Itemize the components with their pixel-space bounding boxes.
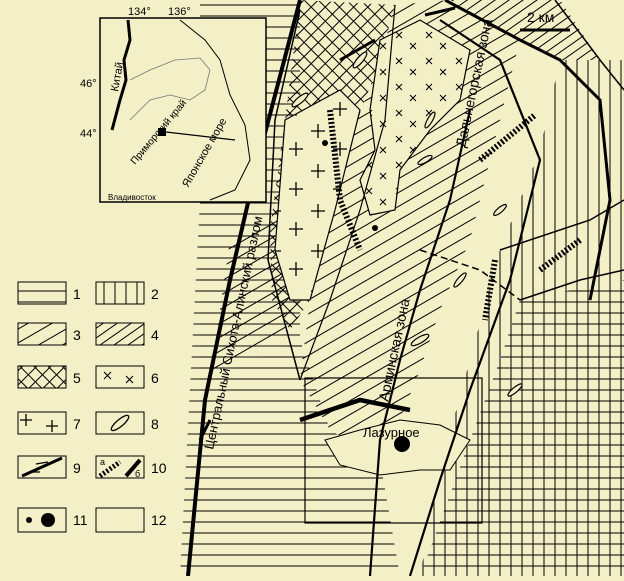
legend-num-10: 10 — [151, 460, 167, 476]
legend-num-3: 3 — [73, 327, 81, 343]
fault-secondary-4 — [299, 4, 396, 381]
unit-1-southeast — [420, 280, 624, 576]
legend-hatched-fault — [98, 459, 122, 479]
unit-6-intrusion-pattern — [360, 20, 470, 215]
deposit-dot-small — [372, 225, 378, 231]
deposit-label: Лазурное — [363, 425, 420, 440]
inset-lat-44: 44° — [80, 128, 97, 140]
scale-bar: 2 км — [520, 9, 570, 32]
dike-lens — [453, 272, 467, 288]
legend-large-dot — [41, 513, 55, 527]
legend-swatch-12 — [95, 507, 145, 533]
inset-china-label: Китай — [109, 61, 126, 92]
inset-province-border — [129, 57, 211, 121]
legend-swatch-5 — [17, 365, 67, 389]
strike-slip-fault-1 — [424, 6, 456, 17]
dike-lens — [291, 92, 309, 108]
legend-strike-slip-arrow — [30, 461, 49, 473]
strike-slip-faults — [198, 6, 456, 441]
unit-1-southwest — [185, 340, 400, 576]
fault-secondary-6 — [299, 397, 411, 423]
fault-secondary-7 — [519, 269, 624, 301]
deposit-lazurnoe — [322, 140, 410, 452]
inset-coastline — [179, 19, 251, 201]
legend: 1 2 3 4 5 6 7 8 9 а б 10 11 — [17, 281, 167, 533]
legend-dike-lens — [110, 414, 130, 432]
fault-secondary-8 — [499, 199, 624, 251]
unit-7-granite-west-pattern — [275, 90, 360, 300]
inset-china-border — [110, 19, 132, 131]
fault-lines — [186, 0, 624, 577]
inset-lat-46: 46° — [80, 78, 97, 90]
legend-num-4: 4 — [151, 327, 159, 343]
legend-num-8: 8 — [151, 416, 159, 432]
dike-lens — [507, 383, 523, 397]
fault-secondary-1 — [267, 9, 301, 381]
dike-lens — [410, 333, 430, 347]
dike-lens — [424, 111, 436, 129]
hatched-fault-3 — [538, 237, 582, 273]
fault-secondary-5 — [368, 109, 472, 577]
legend-swatch-7 — [17, 411, 67, 435]
inset-map: 134° 136° 46° 44° Китай Приморский край … — [80, 6, 267, 203]
inset-location-marker — [158, 128, 166, 136]
study-area-frame — [304, 377, 483, 524]
dike-lens — [352, 51, 368, 69]
legend-x-marks — [103, 371, 134, 384]
legend-plus-marks — [20, 414, 58, 432]
legend-small-dot — [26, 517, 32, 523]
legend-num-9: 9 — [73, 460, 81, 476]
inset-city-label: Владивосток — [108, 193, 156, 202]
legend-sub-a: а — [100, 457, 105, 467]
hatched-faults — [327, 109, 582, 321]
legend-num-2: 2 — [151, 286, 159, 302]
legend-swatch-3 — [17, 322, 67, 346]
legend-swatch-1 — [17, 281, 67, 305]
legend-num-12: 12 — [151, 512, 167, 528]
fault-east-curve — [554, 0, 624, 91]
legend-strike-slip — [21, 456, 63, 478]
strike-slip-fault-3 — [198, 419, 212, 441]
legend-thick-fault — [124, 458, 142, 478]
legend-num-5: 5 — [73, 370, 81, 386]
deposit-dot — [394, 436, 410, 452]
legend-sub-b: б — [135, 469, 140, 479]
dike-lens — [493, 203, 507, 217]
legend-num-11: 11 — [73, 512, 88, 528]
central-sikhote-alin-fault — [186, 0, 302, 577]
legend-num-6: 6 — [151, 370, 159, 386]
legend-num-7: 7 — [73, 416, 81, 432]
inset-lon-134: 134° — [128, 6, 151, 18]
scale-bar-label: 2 км — [527, 9, 554, 25]
legend-num-1: 1 — [73, 286, 81, 302]
fault-secondary-2 — [444, 0, 612, 301]
dike-lens — [417, 154, 433, 166]
legend-swatch-2 — [95, 281, 145, 305]
unit-3-diagonal-central — [300, 0, 520, 460]
deposit-dot-small — [322, 140, 328, 146]
strike-slip-fault-2 — [339, 38, 376, 62]
fault-secondary-3 — [408, 19, 542, 577]
dike-lenses — [291, 51, 523, 397]
inset-lon-136: 136° — [168, 6, 191, 18]
legend-swatch-4 — [95, 322, 145, 346]
legend-swatch-6 — [95, 365, 145, 389]
inset-arrow — [165, 131, 236, 141]
